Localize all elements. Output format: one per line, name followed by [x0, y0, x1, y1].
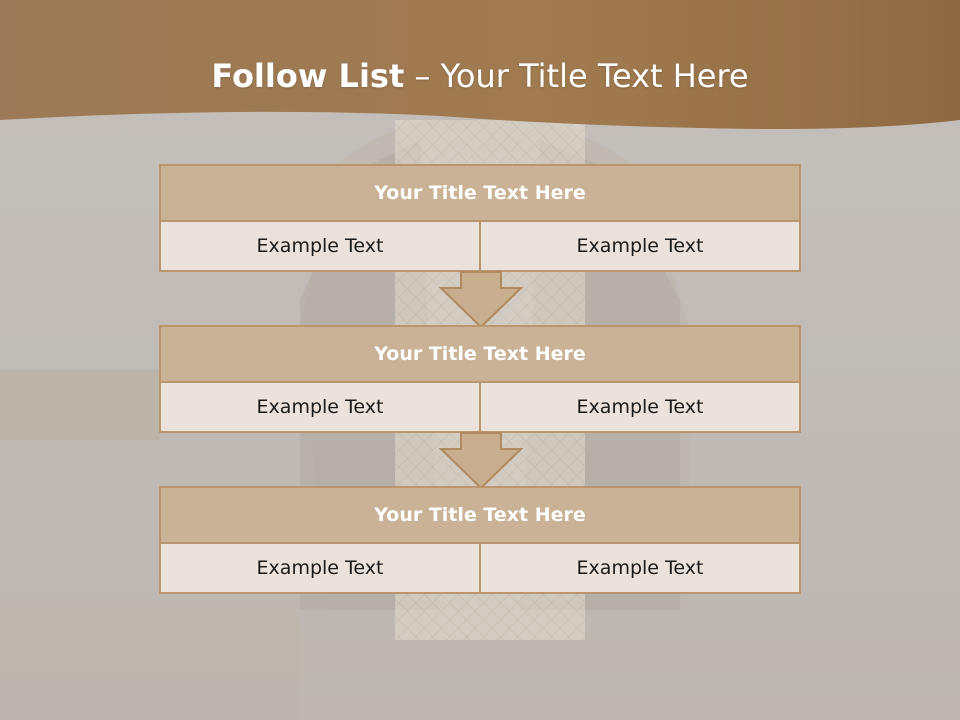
block-title: Your Title Text Here [161, 327, 799, 383]
down-arrow-icon [439, 271, 523, 329]
slide-title-bold: Follow List [211, 57, 405, 95]
block-cell-right: Example Text [481, 222, 799, 270]
list-block-2: Your Title Text Here Example Text Exampl… [159, 325, 801, 433]
block-title: Your Title Text Here [161, 166, 799, 222]
slide-title-rest: – Your Title Text Here [414, 57, 749, 95]
block-title: Your Title Text Here [161, 488, 799, 544]
list-block-1: Your Title Text Here Example Text Exampl… [159, 164, 801, 272]
block-row: Example Text Example Text [161, 222, 799, 270]
block-cell-left: Example Text [161, 383, 481, 431]
slide-title: Follow List – Your Title Text Here [0, 50, 960, 102]
block-cell-left: Example Text [161, 222, 481, 270]
list-block-3: Your Title Text Here Example Text Exampl… [159, 486, 801, 594]
block-row: Example Text Example Text [161, 383, 799, 431]
block-cell-right: Example Text [481, 383, 799, 431]
block-cell-right: Example Text [481, 544, 799, 592]
block-row: Example Text Example Text [161, 544, 799, 592]
down-arrow-icon [439, 432, 523, 490]
block-cell-left: Example Text [161, 544, 481, 592]
